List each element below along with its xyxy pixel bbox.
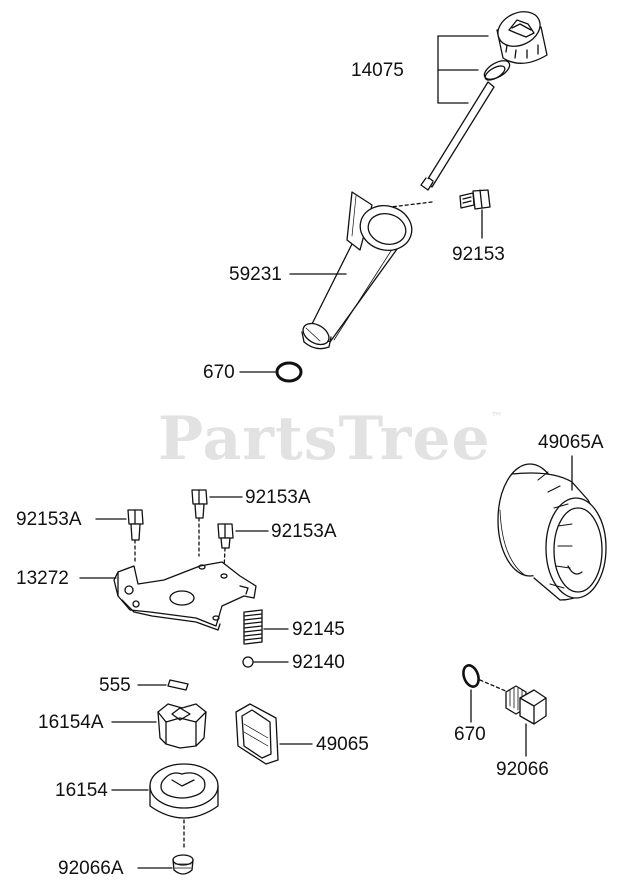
oring-670-bottom-part[interactable]	[461, 663, 482, 688]
label-92153[interactable]: 92153	[452, 244, 505, 265]
drain-plug-part[interactable]	[505, 685, 547, 725]
ball-part[interactable]	[242, 656, 254, 668]
drain-axis	[479, 679, 509, 693]
label-92140[interactable]: 92140	[292, 652, 345, 673]
bracket-plate-part[interactable]	[113, 561, 257, 631]
label-92145[interactable]: 92145	[292, 619, 345, 640]
bolt-92153A-2-part[interactable]	[191, 489, 208, 557]
watermark-text: PartsTree	[158, 404, 491, 474]
label-59231[interactable]: 59231	[229, 264, 282, 285]
leader-14075	[437, 35, 489, 104]
oring-670-top-part[interactable]	[275, 361, 303, 383]
label-555[interactable]: 555	[99, 675, 131, 696]
dipstick-tube-part[interactable]	[299, 191, 416, 350]
plug-92066A-part[interactable]	[172, 854, 194, 875]
spring-part[interactable]	[243, 609, 263, 645]
bolt-92153A-1-part[interactable]	[127, 509, 144, 563]
label-13272[interactable]: 13272	[16, 568, 69, 589]
inner-rotor-part[interactable]	[157, 703, 207, 749]
label-16154[interactable]: 16154	[55, 780, 108, 801]
bolt-92153-part[interactable]	[365, 189, 491, 211]
label-92153A-left[interactable]: 92153A	[16, 509, 82, 530]
label-92153A-right[interactable]: 92153A	[271, 521, 337, 542]
oil-filter-part[interactable]	[497, 463, 607, 601]
pin-part[interactable]	[167, 679, 189, 691]
outer-rotor-part[interactable]	[149, 763, 219, 819]
trademark-mark: ™	[490, 410, 504, 424]
label-670-top[interactable]: 670	[203, 362, 235, 383]
label-670-bottom[interactable]: 670	[454, 724, 486, 745]
label-14075[interactable]: 14075	[351, 60, 404, 81]
label-16154A[interactable]: 16154A	[38, 712, 104, 733]
label-49065A[interactable]: 49065A	[538, 432, 604, 453]
label-92153A-upper[interactable]: 92153A	[245, 487, 311, 508]
label-92066A[interactable]: 92066A	[58, 858, 124, 879]
label-92066[interactable]: 92066	[496, 759, 549, 780]
screen-filter-part[interactable]	[235, 703, 279, 765]
dipstick-part[interactable]	[420, 5, 548, 191]
label-49065[interactable]: 49065	[316, 734, 369, 755]
watermark: PartsTree™	[158, 404, 504, 474]
